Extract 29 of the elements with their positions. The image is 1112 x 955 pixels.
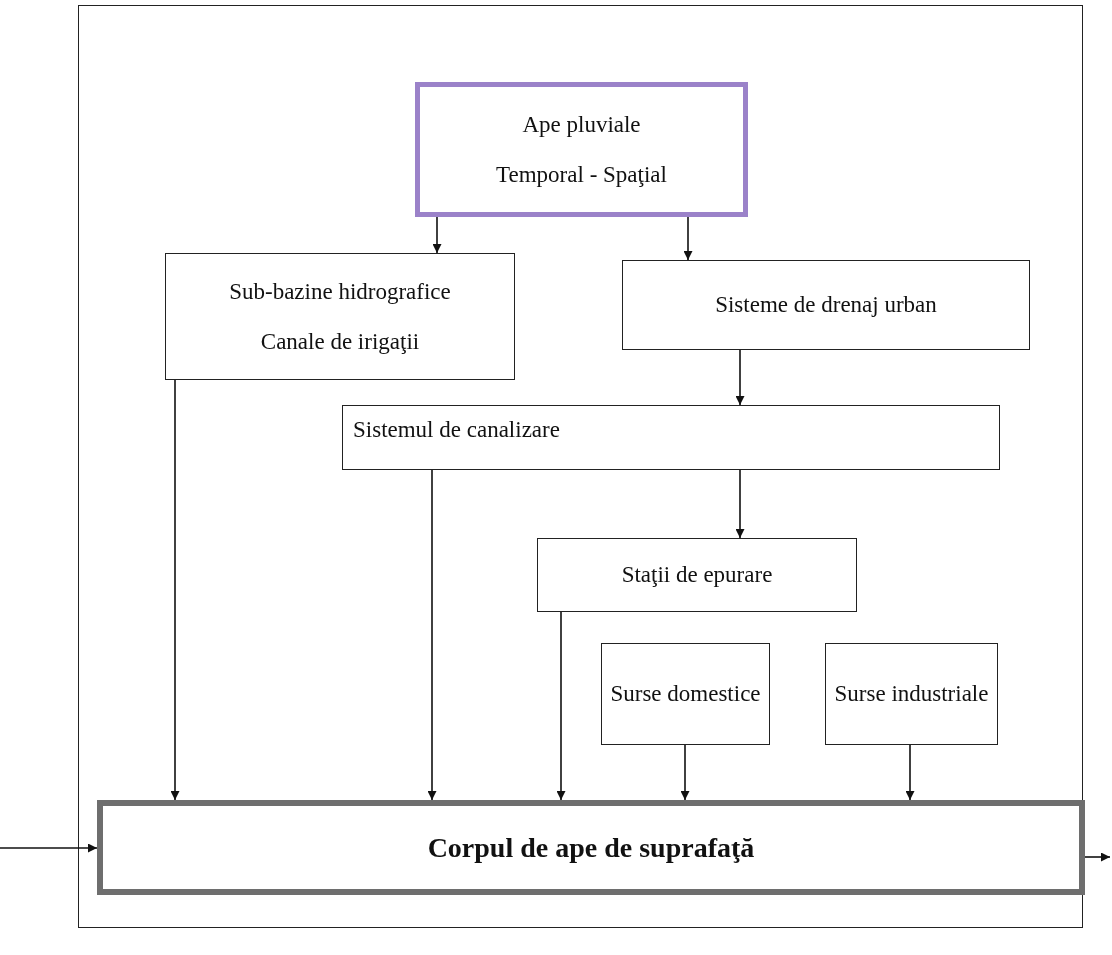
process-box	[537, 538, 857, 612]
box-label: Sub-bazine hidrografice	[229, 278, 451, 307]
box-label: Ape pluviale	[522, 111, 641, 140]
arrow	[427, 469, 437, 801]
water-body-box	[97, 800, 1085, 895]
process-box	[415, 82, 748, 217]
arrow	[683, 216, 693, 261]
arrow	[735, 349, 745, 406]
box-label: Surse domestice	[610, 680, 761, 709]
arrow	[170, 379, 180, 801]
box-label: Sistemul de canalizare	[353, 416, 560, 444]
arrow	[680, 744, 690, 801]
arrow	[432, 216, 442, 254]
process-box	[165, 253, 515, 380]
box-label: Surse industriale	[834, 680, 989, 709]
box-label: Canale de irigaţii	[260, 327, 420, 356]
arrow	[556, 611, 566, 801]
box-label: Sisteme de drenaj urban	[715, 291, 937, 320]
arrow	[735, 469, 745, 539]
arrow	[1084, 852, 1111, 862]
process-box	[825, 643, 998, 745]
arrow	[905, 744, 915, 801]
process-box	[622, 260, 1030, 350]
process-box	[342, 405, 1000, 470]
box-label: Corpul de ape de suprafaţă	[427, 830, 755, 865]
process-box	[601, 643, 770, 745]
box-label: Staţii de epurare	[621, 561, 773, 590]
arrow	[0, 843, 98, 853]
box-label: Temporal - Spaţial	[496, 160, 667, 189]
